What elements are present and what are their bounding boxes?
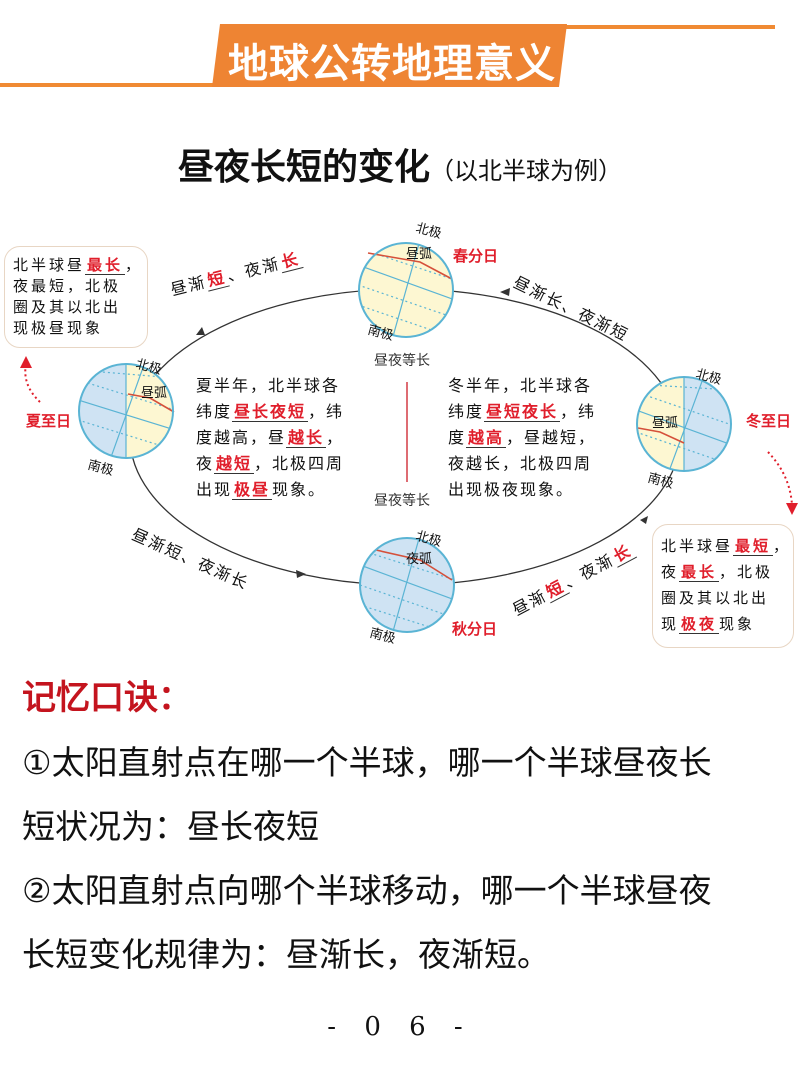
globe-summer-icon	[78, 363, 175, 459]
orbit-arrow-icon	[640, 516, 648, 524]
orbit-arrow-icon	[500, 288, 510, 296]
globe-autumn-icon	[359, 537, 455, 633]
winter-half-description: 冬半年，北半球各 纬度昼短夜长，纬 度越高，昼越短， 夜越长，北极四周 出现极夜…	[448, 376, 597, 499]
globe-winter-icon	[636, 376, 732, 472]
globe-spring-icon	[358, 242, 454, 338]
memory-line-1: ①太阳直射点在哪一个半球，哪一个半球昼夜长	[22, 743, 712, 782]
summer-arc-label: 昼弧	[141, 386, 168, 401]
orbit-arrow-icon	[196, 327, 205, 335]
banner-line-top	[555, 25, 775, 29]
memory-line-4: 长短变化规律为：昼渐长，夜渐短。	[22, 935, 550, 974]
summer-solstice-label: 夏至日	[26, 412, 72, 430]
spring-arc-label: 昼弧	[406, 247, 433, 262]
banner-line-bottom	[0, 83, 220, 87]
page-number: - 0 6 -	[327, 1012, 473, 1042]
spring-equinox-label: 春分日	[453, 247, 499, 265]
section-subtitle: 昼夜长短的变化（以北半球为例）	[0, 138, 800, 190]
page-title: 地球公转地理意义	[228, 40, 556, 87]
blank-answer: 长	[277, 248, 304, 274]
subtitle-note: （以北半球为例）	[430, 157, 622, 185]
winter-solstice-label: 冬至日	[746, 412, 792, 430]
subtitle-main: 昼夜长短的变化	[177, 147, 430, 188]
winter-arc-label: 昼弧	[652, 416, 679, 431]
winter-arrow-icon	[767, 451, 793, 506]
summer-arrow-icon	[24, 363, 41, 403]
orbit-diagram	[20, 242, 798, 633]
autumn-arc-label: 夜弧	[406, 552, 433, 567]
memory-line-3: ②太阳直射点向哪个半球移动，哪一个半球昼夜	[22, 871, 712, 910]
orbit-arrow-icon	[296, 570, 306, 578]
winter-callout: 北半球昼最短， 夜最长，北极 圈及其以北出 现极夜现象	[652, 524, 794, 648]
summer-half-description: 夏半年，北半球各 纬度昼长夜短，纬 度越高，昼越长， 夜越短，北极四周 出现极昼…	[196, 376, 345, 500]
autumn-caption: 昼夜等长	[374, 493, 430, 509]
spring-caption: 昼夜等长	[374, 353, 430, 369]
summer-callout: 北半球昼最长， 夜最短，北极 圈及其以北出 现极昼现象	[4, 246, 148, 348]
memory-title: 记忆口诀：	[22, 678, 192, 718]
memory-line-2: 短状况为：昼长夜短	[22, 807, 319, 846]
autumn-equinox-label: 秋分日	[452, 620, 498, 638]
title-banner	[212, 24, 567, 87]
